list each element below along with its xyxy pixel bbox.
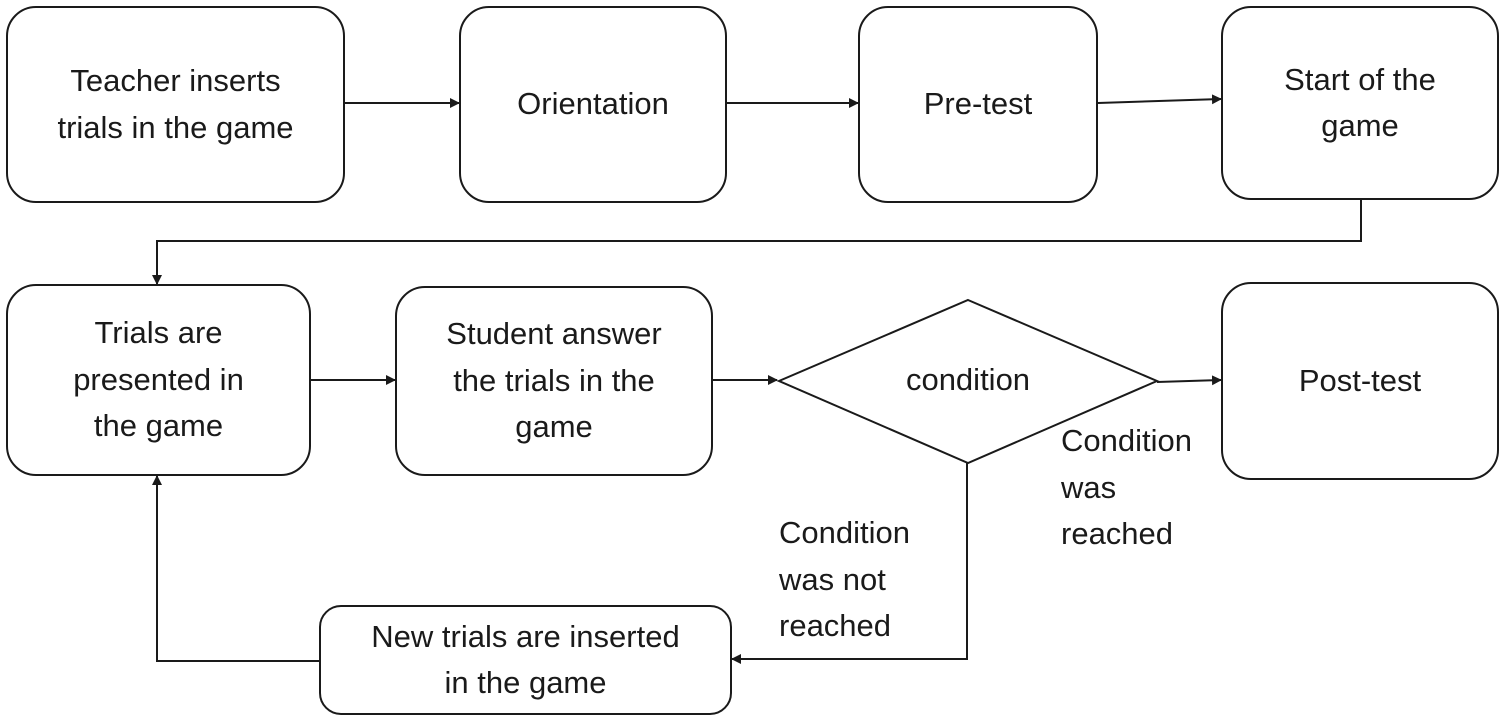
node-trials-presented-label: Trials are presented in the game (73, 315, 244, 444)
node-student-answer: Student answer the trials in the game (395, 286, 713, 476)
node-start-game-label: Start of the game (1284, 61, 1436, 144)
node-teacher-inserts: Teacher inserts trials in the game (6, 6, 345, 203)
node-new-trials-label: New trials are inserted in the game (371, 618, 680, 701)
node-teacher-inserts-label: Teacher inserts trials in the game (57, 63, 294, 145)
arrow-condition-to-posttest (1156, 375, 1222, 386)
node-student-answer-label: Student answer the trials in the game (446, 316, 662, 445)
node-pretest-label: Pre-test (923, 86, 1033, 122)
arrow-start-to-trials (152, 200, 1362, 285)
edge-label-condition-not-reached: Condition was not reached (779, 515, 910, 643)
node-posttest: Post-test (1221, 282, 1499, 480)
arrow-pretest-to-start (1097, 94, 1222, 105)
node-start-game: Start of the game (1221, 6, 1499, 200)
node-condition-label: condition (905, 362, 1031, 397)
node-pretest: Pre-test (858, 6, 1098, 203)
node-orientation-label: Orientation (517, 86, 669, 122)
edge-label-condition-reached: Condition was reached (1061, 423, 1192, 551)
arrow-condition-to-newtrials (731, 463, 968, 664)
node-orientation: Orientation (459, 6, 727, 203)
node-new-trials: New trials are inserted in the game (319, 605, 732, 715)
condition-diamond (776, 298, 1160, 465)
node-trials-presented: Trials are presented in the game (6, 284, 311, 476)
arrow-newtrials-to-trials (152, 475, 319, 662)
node-posttest-label: Post-test (1298, 362, 1422, 398)
